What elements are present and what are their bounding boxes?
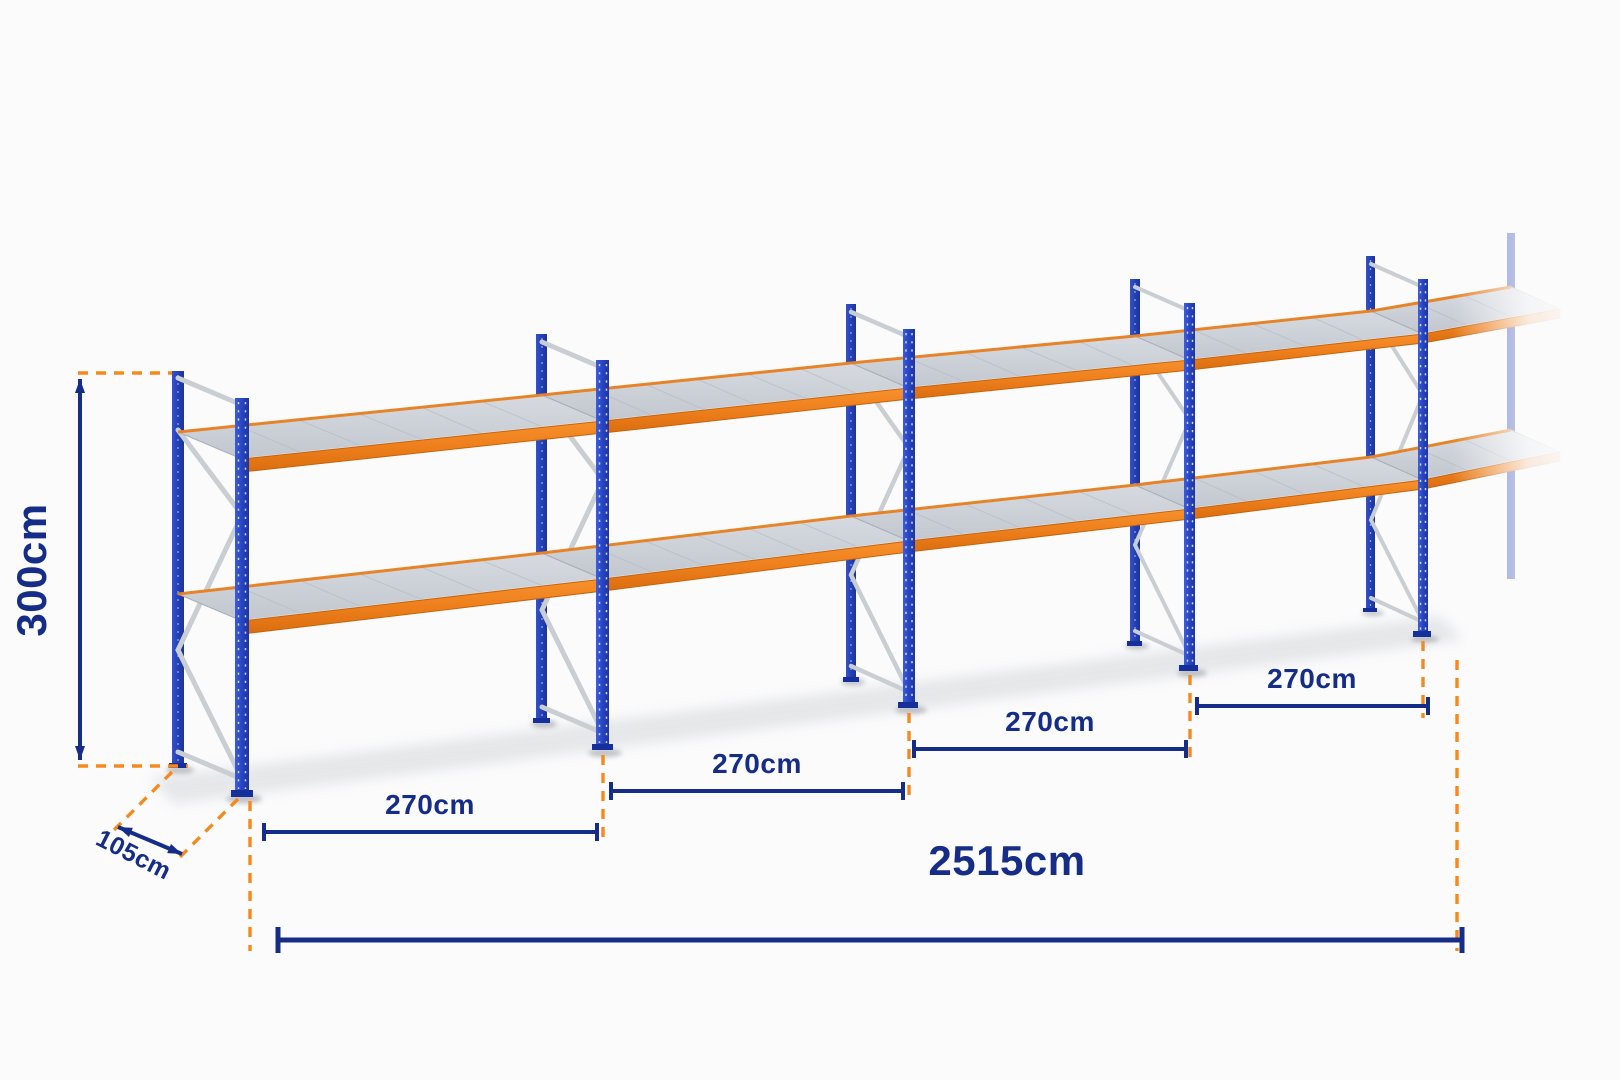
dimension-annotations: 300cm 105cm 270cm (8, 371, 1465, 953)
total-label: 2515cm (928, 837, 1085, 884)
foot-extension-lines (248, 641, 1459, 951)
bay-3-label: 270cm (1005, 706, 1095, 737)
bay-2-label: 270cm (712, 748, 802, 779)
bay-4-label: 270cm (1267, 663, 1357, 694)
extension-line-rear-foot (110, 770, 174, 834)
dimension-bay-4: 270cm (1195, 663, 1430, 715)
front-feet (231, 631, 1431, 797)
frame-bracing (175, 262, 1428, 784)
right-edge-fade (1452, 222, 1620, 702)
front-post-perforations (237, 283, 1427, 789)
bay-1-label: 270cm (385, 789, 475, 820)
height-label: 300cm (8, 503, 55, 636)
dimension-bay-2: 270cm (609, 748, 905, 800)
dimension-height: 300cm (8, 371, 188, 768)
extension-line-front-foot (176, 797, 240, 861)
dimension-total: 2515cm (275, 837, 1465, 953)
rear-feet (169, 608, 1377, 768)
dimension-bay-3: 270cm (912, 706, 1188, 758)
rear-post-perforations (177, 260, 1372, 762)
depth-dimension-line (117, 825, 183, 856)
upper-shelf-level (177, 285, 1562, 473)
rack-illustration (150, 222, 1620, 804)
dimension-bay-1: 270cm (262, 789, 599, 841)
front-uprights (231, 279, 1431, 797)
middle-shelf-level (176, 428, 1562, 635)
ground-shadow (150, 610, 1464, 804)
